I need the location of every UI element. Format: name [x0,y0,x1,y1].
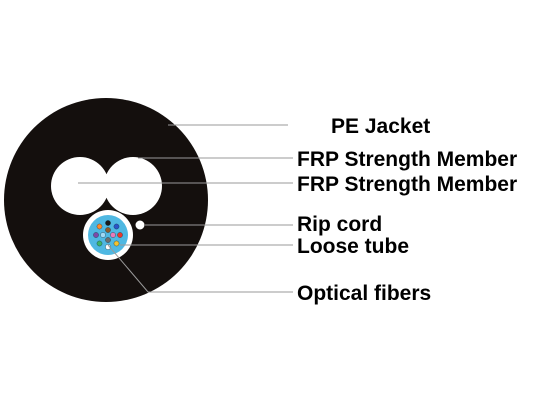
leader-line-optical-fibers [107,244,293,293]
frp-strength-member-left-shape [51,157,109,215]
optical-fiber [100,232,106,238]
optical-fiber [117,232,123,238]
optical-fiber [110,232,116,238]
optical-fiber [113,223,120,230]
label-rip-cord: Rip cord [297,213,382,236]
rip-cord-shape [134,219,146,231]
label-frp-strength-member-2: FRP Strength Member [297,173,517,196]
optical-fibers-group [93,220,123,250]
label-frp-strength-member-1: FRP Strength Member [297,148,517,171]
optical-fiber [105,227,111,233]
pe-jacket-shape [4,98,208,302]
optical-fiber [93,232,99,238]
optical-fiber [105,220,111,226]
label-optical-fibers: Optical fibers [297,282,431,305]
optical-fiber [96,223,103,230]
frp-strength-member-right-shape [104,157,162,215]
label-pe-jacket: PE Jacket [331,115,430,138]
label-loose-tube: Loose tube [297,235,409,258]
optical-fiber [96,240,103,247]
optical-fiber [105,237,111,243]
optical-fiber [105,244,111,250]
optical-fiber [113,240,120,247]
leader-lines [78,124,293,293]
